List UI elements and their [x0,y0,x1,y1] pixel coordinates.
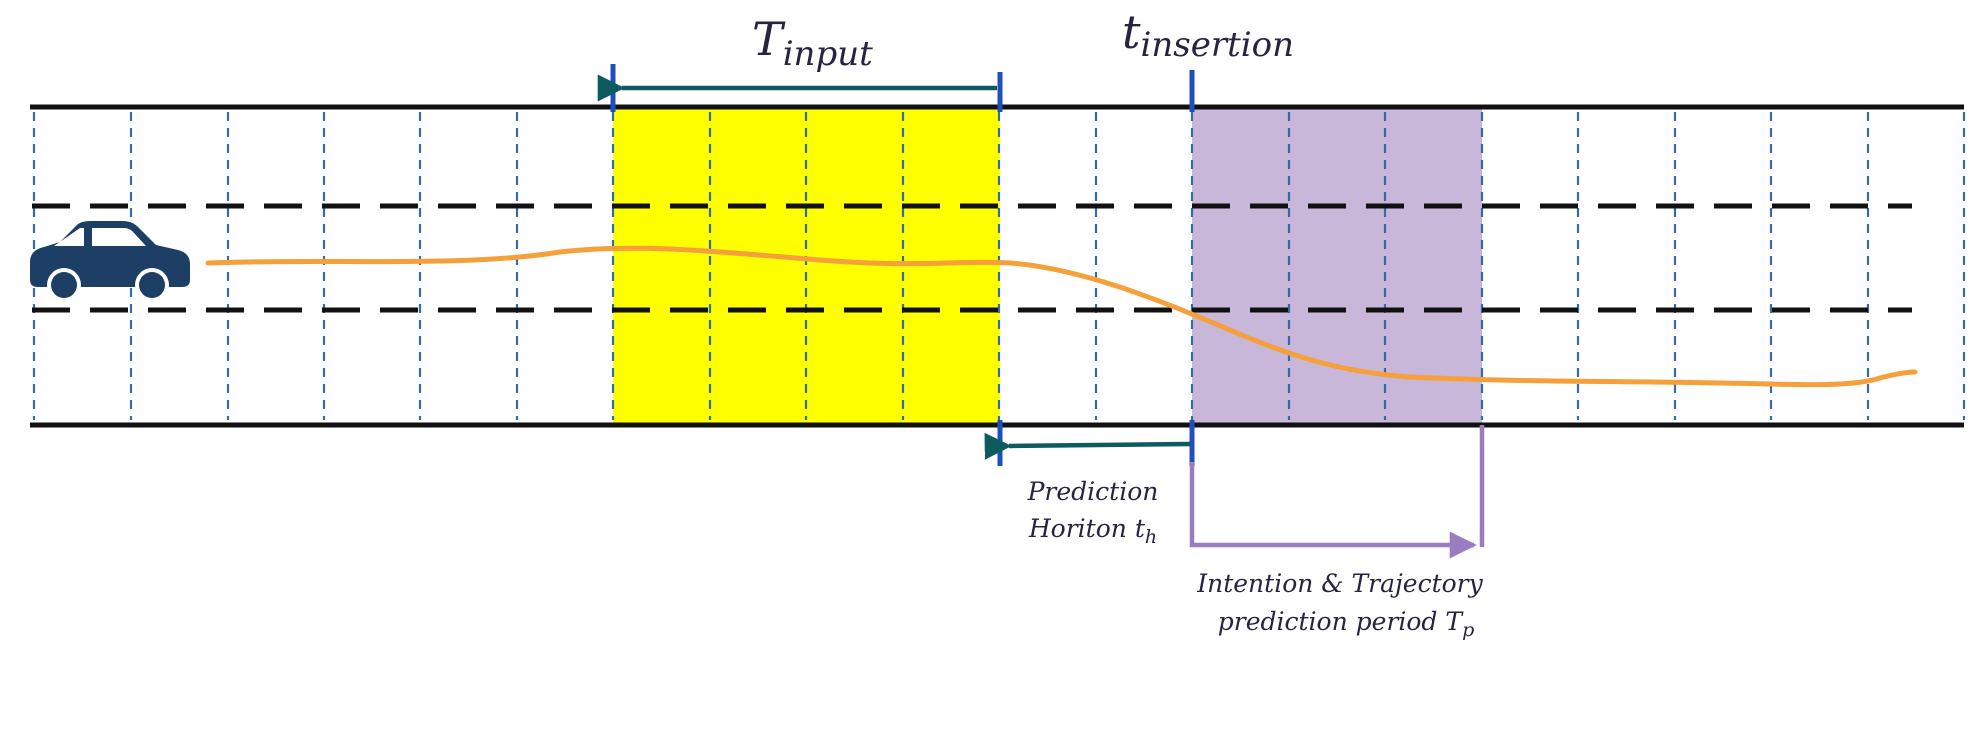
prediction-window-region [1192,108,1482,424]
prediction-period-label-line2: prediction period Tp [1218,607,1474,641]
prediction-period-bracket [1189,462,1477,559]
prediction-horizon-label-line1: Prediction [1027,477,1159,506]
t-input-label: Tinput [752,12,873,74]
prediction-horizon-label-line2: Horiton th [1028,514,1157,548]
prediction-horizon-arrow [984,432,1191,460]
t-insertion-label: tinsertion [1122,5,1294,65]
prediction-period-label-line1: Intention & Trajectory [1196,569,1483,598]
vehicle-trajectory [205,245,1918,388]
car-icon [30,221,190,302]
time-step-grid [32,112,1966,420]
